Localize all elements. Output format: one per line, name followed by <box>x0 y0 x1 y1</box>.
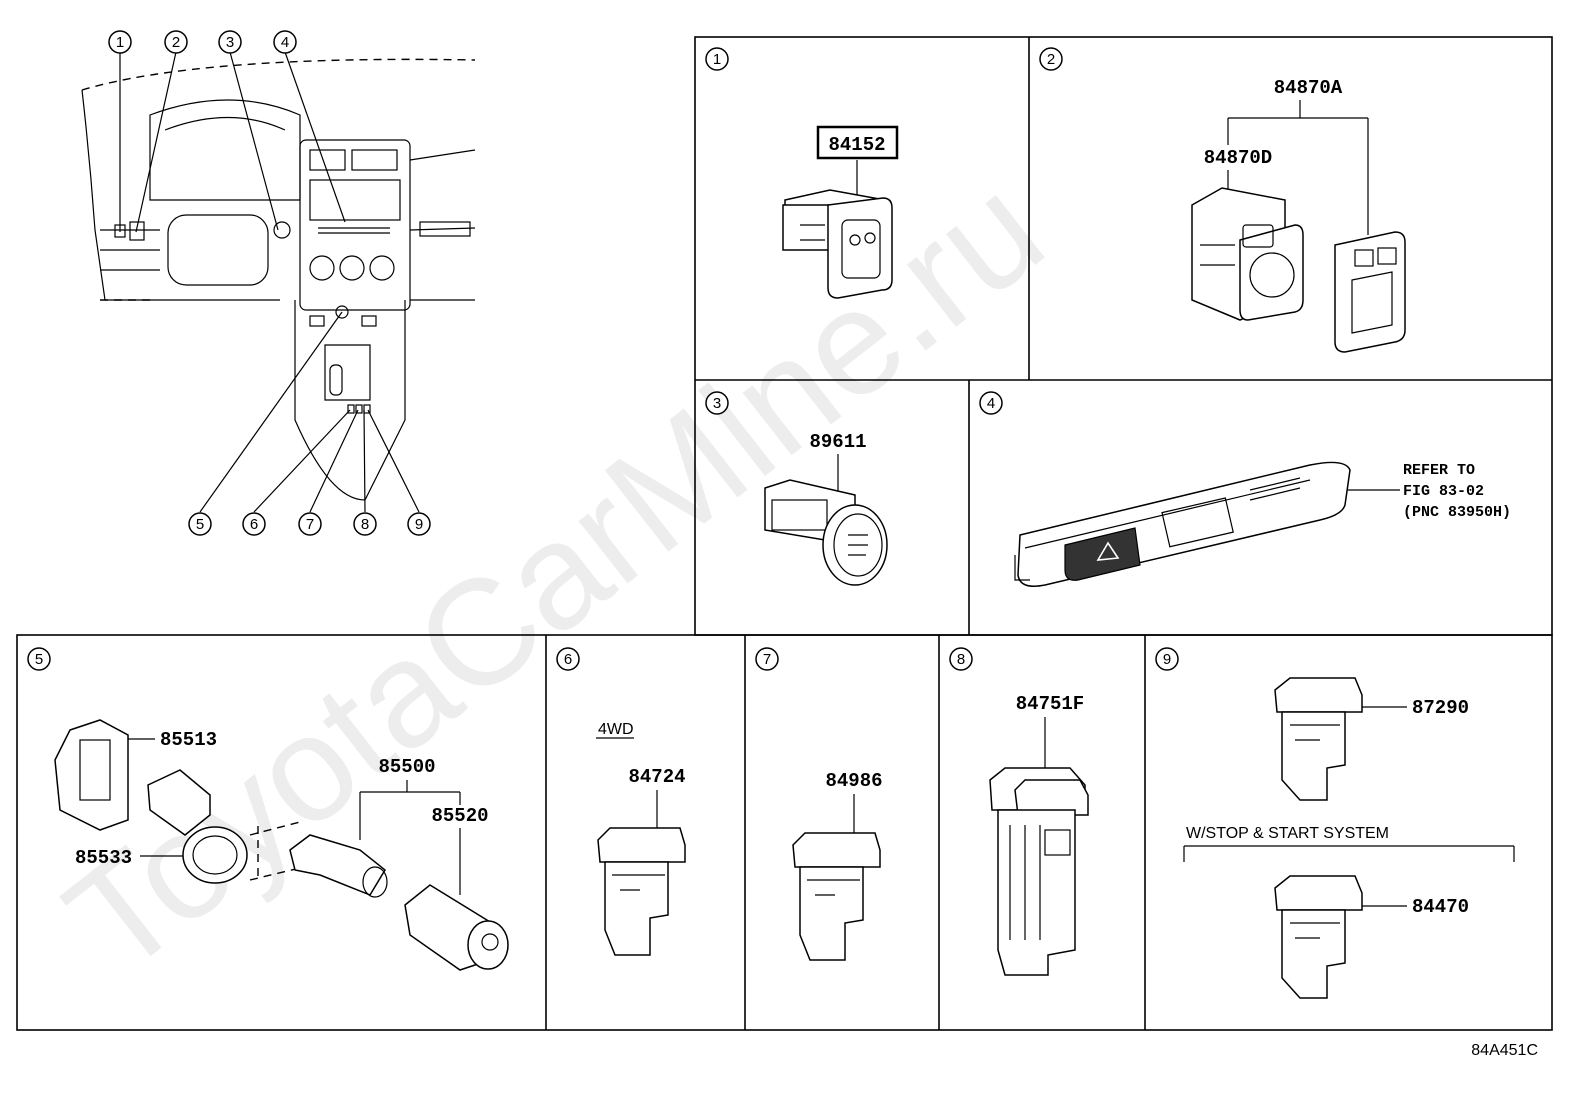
panel-7: 7 84986 <box>755 647 883 961</box>
panel-9-number: 9 <box>1163 651 1171 668</box>
callout-2: 2 <box>164 30 188 54</box>
stop-start-variant-label: W/STOP & START SYSTEM <box>1186 825 1389 842</box>
panel-4-number: 4 <box>987 395 995 412</box>
callout-8: 8 <box>353 512 377 536</box>
svg-text:4: 4 <box>281 34 289 51</box>
part-number-85520: 85520 <box>431 805 488 827</box>
panel-5-number-circle <box>27 647 51 671</box>
socket-85533-illustration <box>147 769 248 884</box>
part-number-85500: 85500 <box>378 756 435 778</box>
switch-84986-illustration <box>792 832 881 961</box>
lighter-element-illustration <box>289 834 388 898</box>
part-number-84751F: 84751F <box>1016 693 1084 715</box>
callout-3: 3 <box>218 30 242 54</box>
panel-1: 1 84152 <box>705 47 899 299</box>
panel-1-number-circle <box>705 47 729 71</box>
figure-code: 84A451C <box>1471 1042 1538 1059</box>
panel-7-number-circle <box>755 647 779 671</box>
panel-6-number: 6 <box>564 651 572 668</box>
part-number-84986: 84986 <box>825 770 882 792</box>
part-number-85513: 85513 <box>160 729 217 751</box>
callout-1: 1 <box>108 30 132 54</box>
panel-8-number-circle <box>949 647 973 671</box>
overview-callouts: 1 2 3 4 5 6 7 8 9 <box>108 30 431 536</box>
callout-7: 7 <box>298 512 322 536</box>
part-number-84870D: 84870D <box>1204 147 1272 169</box>
part-number-87290: 87290 <box>1412 697 1469 719</box>
panel-4-number-circle <box>979 391 1003 415</box>
switch-84724-illustration <box>597 827 686 956</box>
switch-87290-illustration <box>1274 677 1363 801</box>
panel-8-number: 8 <box>957 651 965 668</box>
panel-3-number: 3 <box>713 395 721 412</box>
callout-5: 5 <box>188 512 212 536</box>
part-number-84724: 84724 <box>628 766 685 788</box>
panel-9-number-circle <box>1155 647 1179 671</box>
panel-5-number: 5 <box>35 651 43 668</box>
part-number-84152: 84152 <box>828 134 885 156</box>
svg-text:9: 9 <box>415 516 423 533</box>
panel-frames <box>16 36 1553 1031</box>
panel-2-number-circle <box>1039 47 1063 71</box>
panel-3-number-circle <box>705 391 729 415</box>
svg-text:5: 5 <box>196 516 204 533</box>
variant-4wd-label: 4WD <box>598 721 634 738</box>
panel-7-number: 7 <box>763 651 771 668</box>
start-button-89611-illustration <box>764 479 888 586</box>
mirror-switch-84870D-illustration <box>1191 187 1304 321</box>
callout-6: 6 <box>242 512 266 536</box>
part-number-84870A: 84870A <box>1274 77 1343 99</box>
overview-leader-lines <box>119 51 420 513</box>
refer-note-line-3: (PNC 83950H) <box>1403 504 1511 521</box>
svg-text:8: 8 <box>361 516 369 533</box>
dashboard-overview <box>81 58 476 501</box>
panel-6-number-circle <box>556 647 580 671</box>
switch-84152-illustration <box>782 189 893 299</box>
switch-84751F-illustration <box>989 767 1089 976</box>
bezel-84870A-illustration <box>1334 231 1406 353</box>
callout-9: 9 <box>407 512 431 536</box>
svg-text:6: 6 <box>250 516 258 533</box>
socket-85513-illustration <box>54 719 129 831</box>
panel-4: 4 REFER TO FIG 83-02 (PNC 83950H) <box>979 391 1511 587</box>
refer-note-line-2: FIG 83-02 <box>1403 483 1484 500</box>
svg-text:7: 7 <box>306 516 314 533</box>
switch-84470-illustration <box>1274 875 1363 999</box>
callout-4: 4 <box>273 30 297 54</box>
hazard-switch-panel-illustration <box>1014 461 1351 587</box>
refer-note-line-1: REFER TO <box>1403 462 1475 479</box>
part-84152-highlight-box <box>816 125 899 160</box>
part-number-84470: 84470 <box>1412 896 1469 918</box>
part-number-89611: 89611 <box>809 431 866 453</box>
panel-3: 3 89611 <box>705 391 888 586</box>
panel-2: 2 84870A 84870D <box>1039 47 1406 353</box>
panel-5: 5 85513 85533 85500 85520 <box>27 647 509 971</box>
panel-2-number: 2 <box>1047 51 1055 68</box>
lighter-plug-85520-illustration <box>404 884 509 971</box>
panel-6: 6 4WD 84724 <box>556 647 686 956</box>
svg-text:3: 3 <box>226 34 234 51</box>
panel-8: 8 84751F <box>949 647 1089 976</box>
panel-9: 9 87290 W/STOP & START SYSTEM 84470 <box>1155 647 1515 999</box>
panel-1-number: 1 <box>713 51 721 68</box>
part-number-85533: 85533 <box>75 847 132 869</box>
svg-text:1: 1 <box>116 34 124 51</box>
watermark: ToyotaCarMine.ru <box>36 144 1072 1005</box>
svg-text:2: 2 <box>172 34 180 51</box>
